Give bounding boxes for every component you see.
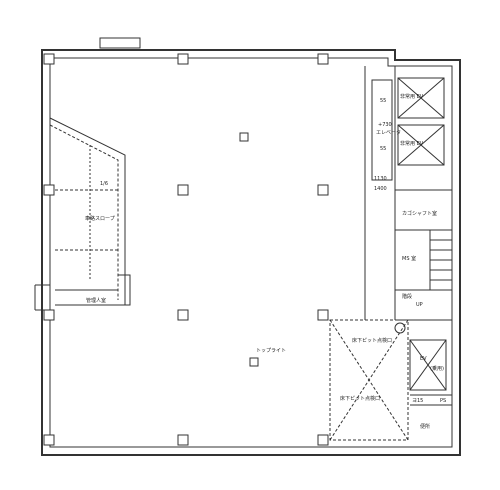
pit-area	[329, 319, 409, 441]
elevator-upper-label: 非常用 EV	[400, 93, 424, 100]
dim-fg: エレベータ	[376, 129, 401, 136]
top-light-label: トップライト	[256, 348, 286, 354]
dim-55-bottom: 55	[380, 146, 386, 152]
dim-1130: 1130	[374, 176, 387, 182]
ramp-wall	[49, 117, 126, 306]
pit-label-lower: 床下ピット点検口	[340, 395, 380, 402]
stairs-up-label: UP	[416, 302, 423, 308]
stairs-treads	[430, 239, 452, 281]
ramp-inner	[49, 124, 119, 300]
shaft-room-label: カゴシャフト室	[402, 210, 437, 217]
ev-sub-label: (乗用)	[430, 365, 444, 372]
dim-small-label: ヨ15	[412, 398, 423, 404]
bath-label: 便所	[420, 423, 430, 430]
elevator-lower	[397, 124, 445, 166]
stairs-label: 階段	[402, 293, 412, 300]
ps-label: PS	[440, 398, 446, 404]
dim-55-top: 55	[380, 98, 386, 104]
ramp-grade-label: 1/6	[100, 181, 108, 187]
outer-wall	[41, 49, 461, 456]
ramp-label: 車路スロープ	[85, 215, 115, 222]
columns	[43, 53, 329, 446]
inner-wall	[49, 57, 453, 448]
ms-room-label: MS 室	[402, 255, 416, 262]
top-vent	[99, 37, 141, 49]
pit-label-upper: 床下ピット点検口	[352, 337, 392, 344]
dim-1400: 1400	[374, 186, 387, 192]
elevator-upper	[397, 77, 445, 119]
elevator-lower-label: 非常用 EV	[400, 140, 424, 147]
dim-730: +730	[378, 122, 392, 128]
ev-label: EV	[420, 356, 427, 362]
attendant-label: 管理人室	[86, 297, 106, 304]
